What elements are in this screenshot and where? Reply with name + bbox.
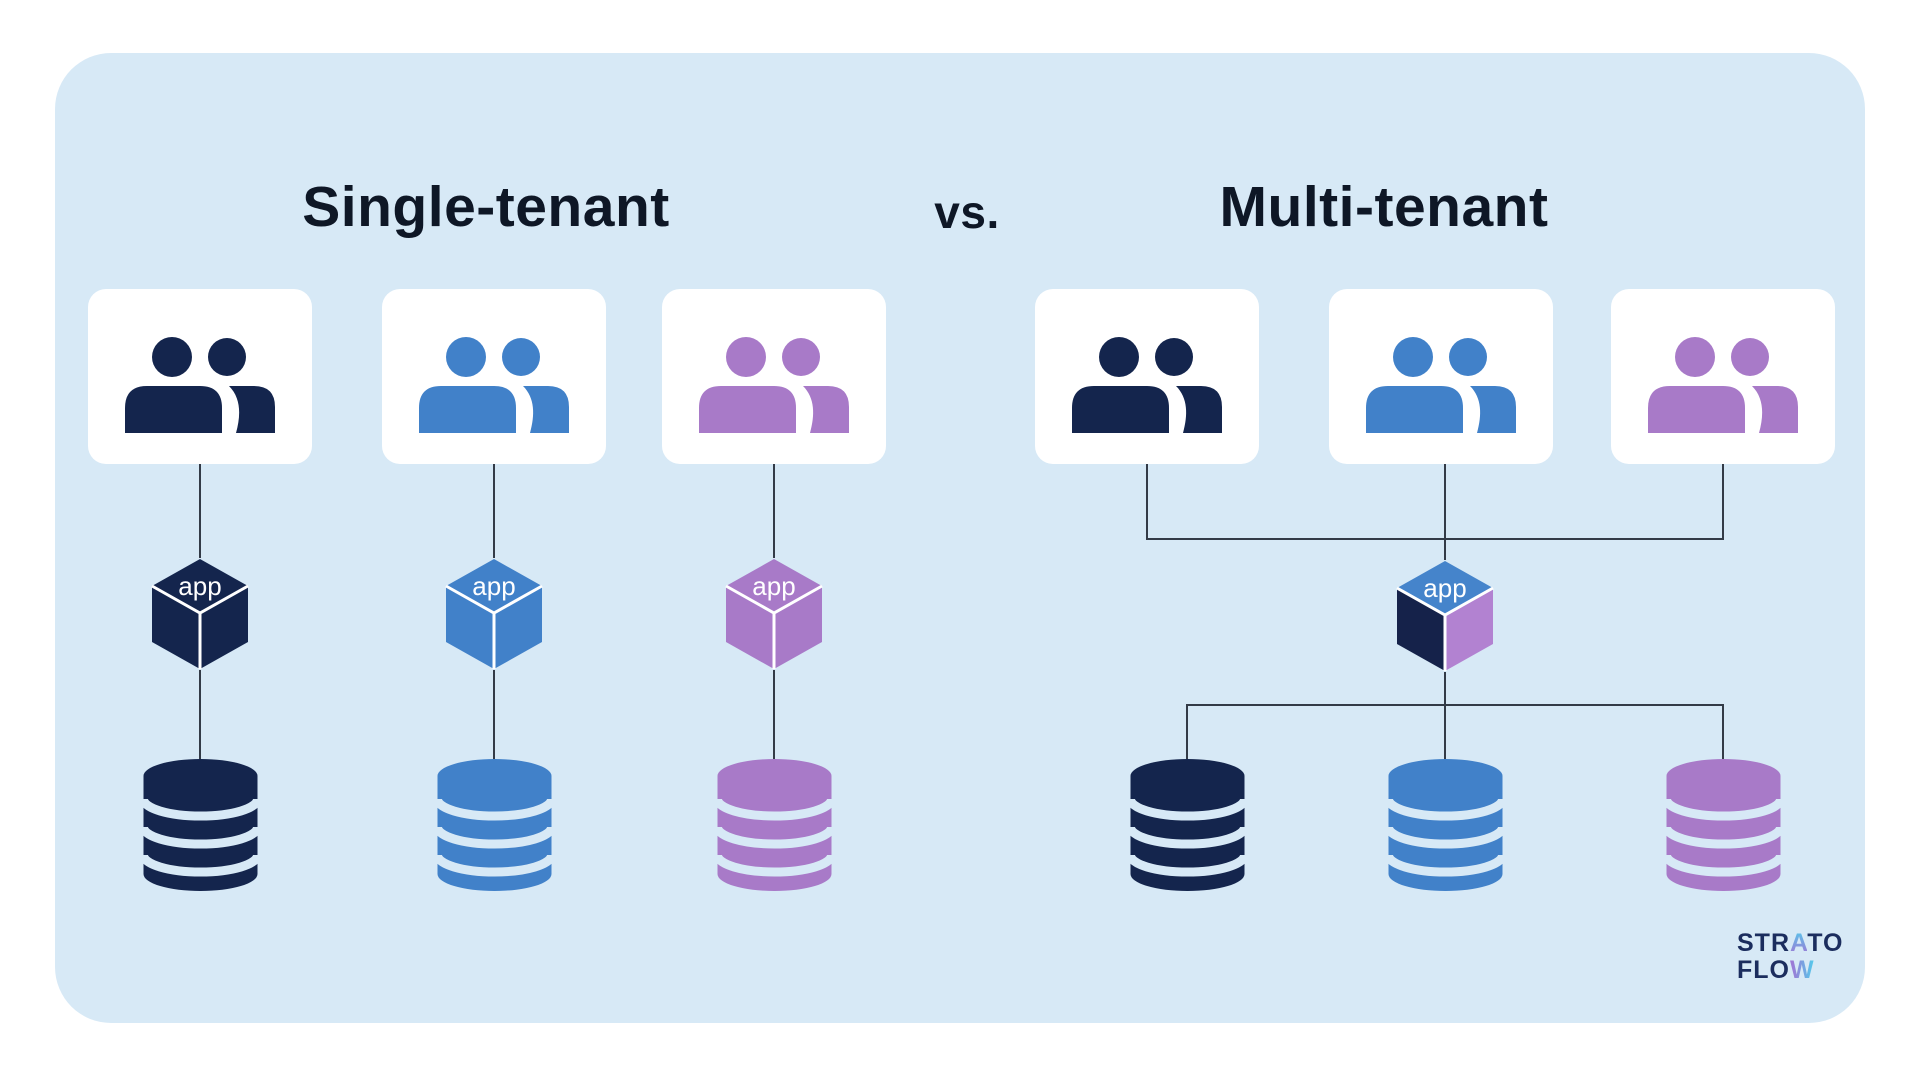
connector-line [1722,704,1724,759]
database-icon [1129,759,1246,891]
connector-line [199,670,201,759]
logo-line-2: FLOW [1737,957,1843,984]
connector-line [493,670,495,759]
users-icon [125,335,275,433]
users-icon [1366,335,1516,433]
tenant-card [662,289,886,464]
app-cube-icon: app [445,559,543,669]
tenant-card [382,289,606,464]
tenant-card [1611,289,1835,464]
database-icon [142,759,259,891]
app-cube-icon: app [151,559,249,669]
connector-line [1146,464,1148,540]
logo-accent-letter: A [1790,929,1808,957]
single-tenant-title: Single-tenant [302,175,670,239]
connector-line [1444,464,1446,560]
connector-line [1722,464,1724,540]
connector-line [773,670,775,759]
logo-text: TO [1807,929,1844,957]
shared-app-cube-icon: app [1396,561,1494,671]
connector-line [773,464,775,558]
database-icon [716,759,833,891]
database-icon [1665,759,1782,891]
logo-text: FLO [1737,956,1790,984]
stratoflow-logo: STRATO FLOW [1737,930,1843,984]
users-icon [1648,335,1798,433]
vs-label: vs. [934,186,1000,238]
app-cube-label: app [1423,573,1466,603]
app-cube-label: app [752,571,795,601]
tenant-card [1329,289,1553,464]
connector-line [1444,704,1446,759]
logo-accent-letter: W [1790,956,1815,984]
tenant-card [88,289,312,464]
logo-text: STR [1737,929,1790,957]
users-icon [419,335,569,433]
connector-line [199,464,201,558]
users-icon [699,335,849,433]
app-cube-label: app [472,571,515,601]
multi-tenant-title: Multi-tenant [1219,175,1549,239]
app-cube-label: app [178,571,221,601]
app-cube-icon: app [725,559,823,669]
connector-line [493,464,495,558]
tenant-card [1035,289,1259,464]
connector-line [1146,538,1724,540]
logo-line-1: STRATO [1737,930,1843,957]
database-icon [436,759,553,891]
connector-line [1444,672,1446,706]
database-icon [1387,759,1504,891]
users-icon [1072,335,1222,433]
connector-line [1186,704,1188,759]
connector-line [1186,704,1724,706]
